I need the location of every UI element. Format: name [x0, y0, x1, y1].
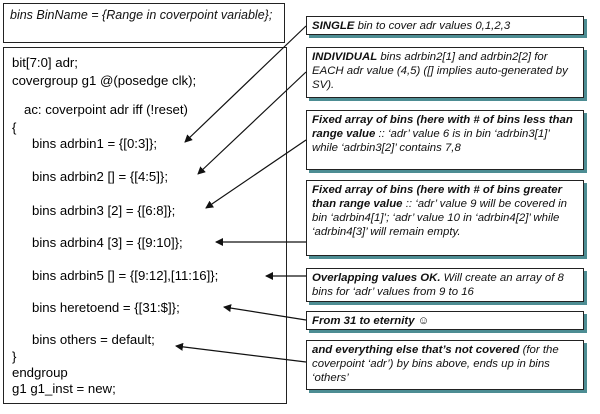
arrow-fixed-less [205, 139, 307, 209]
code-line: bins adrbin2 [] = {[4:5]}; [32, 169, 169, 184]
note-text: :: ‘adr’ value 9 will be covered in bin … [312, 198, 567, 238]
code-line: covergroup g1 @(posedge clk); [12, 73, 197, 88]
note-bold: From 31 to eternity [312, 315, 415, 327]
code-line: ac: coverpoint adr iff (!reset) [24, 102, 188, 117]
note-overlap: Overlapping values OK. Will create an ar… [306, 268, 584, 302]
code-line: endgroup [12, 365, 68, 380]
arrow-single [184, 25, 307, 143]
note-fixed-greater: Fixed array of bins (here with # of bins… [306, 180, 584, 256]
arrow-individual [197, 71, 307, 175]
note-fixed-less: Fixed array of bins (here with # of bins… [306, 110, 584, 170]
code-line: } [12, 349, 17, 364]
note-text: (for the coverpoint ‘adr’) by bins above… [312, 344, 559, 384]
code-line: bins adrbin5 [] = {[9:12],[11:16]}; [32, 268, 219, 283]
note-bold: Fixed array of bins (here with # of bins… [312, 114, 573, 140]
code-line: { [12, 120, 17, 135]
code-line: bit[7:0] adr; [12, 55, 78, 70]
note-bold: Overlapping values OK. [312, 272, 441, 284]
bin-syntax-note: bins BinName = {Range in coverpoint vari… [3, 3, 285, 43]
note-individual: INDIVIDUAL bins adrbin2[1] and adrbin2[2… [306, 47, 584, 98]
arrow-eternity [223, 304, 307, 321]
note-bold: SINGLE [312, 20, 355, 32]
note-bold: INDIVIDUAL [312, 51, 378, 63]
code-line: bins adrbin1 = {[0:3]}; [32, 136, 158, 151]
code-panel: bit[7:0] adr; covergroup g1 @(posedge cl… [3, 47, 287, 404]
note-text: :: ‘adr’ value 6 is in bin ‘adrbin3[1]’ … [312, 128, 550, 154]
arrow-default [175, 342, 307, 363]
note-text: bins adrbin2[1] and adrbin2[2] for EACH … [312, 51, 568, 91]
bin-syntax-text: bins BinName = {Range in coverpoint vari… [10, 8, 273, 22]
note-bold: Fixed array of bins (here with # of bins… [312, 184, 563, 210]
note-text: Will create an array of 8 bins for ‘adr’… [312, 272, 564, 298]
code-line: bins adrbin4 [3] = {[9:10]}; [32, 235, 183, 250]
code-line: bins adrbin3 [2] = {[6:8]}; [32, 203, 176, 218]
note-single: SINGLE bin to cover adr values 0,1,2,3 [306, 16, 584, 35]
note-bold: and everything else that’s not covered [312, 344, 520, 356]
note-text: ☺ [414, 315, 430, 327]
code-line: bins others = default; [32, 332, 155, 347]
note-text: bin to cover adr values 0,1,2,3 [354, 20, 511, 32]
code-line: bins heretoend = {[31:$]}; [32, 300, 180, 315]
code-line: g1 g1_inst = new; [12, 381, 116, 396]
note-default: and everything else that’s not covered (… [306, 340, 584, 390]
note-eternity: From 31 to eternity ☺ [306, 311, 584, 330]
